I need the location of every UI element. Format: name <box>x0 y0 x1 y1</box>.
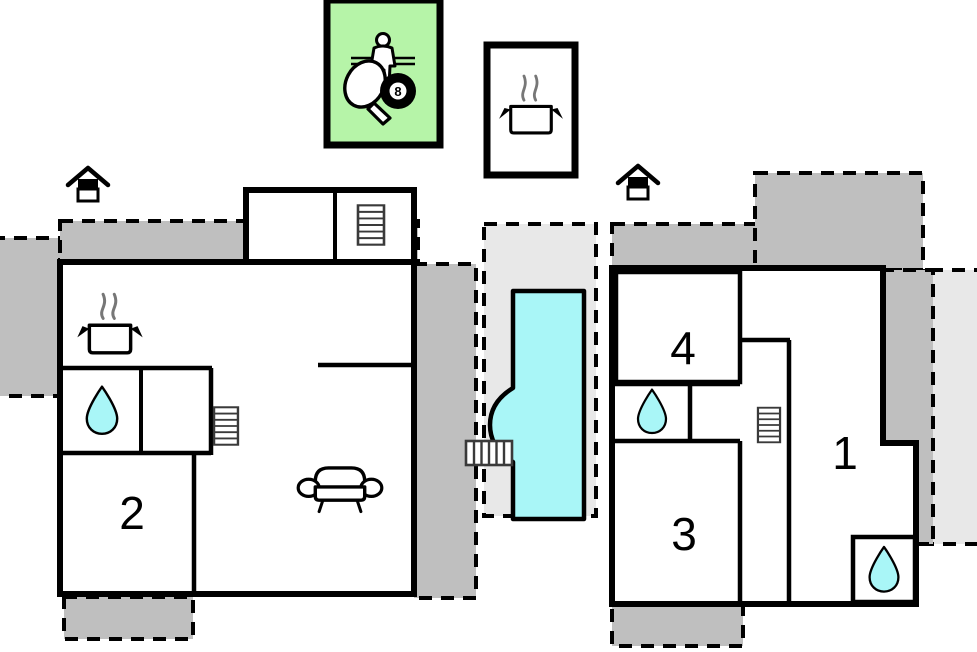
terrace-right-north-east <box>753 171 925 272</box>
outdoor-kitchen[interactable] <box>483 41 579 179</box>
game-room[interactable]: 8 <box>323 0 444 149</box>
right-building: 4 3 1 <box>609 166 919 607</box>
terrace-right-south <box>610 600 745 648</box>
terrace-left-south <box>62 595 195 641</box>
stairs-icon <box>756 406 782 444</box>
billiard-ball-number: 8 <box>394 84 401 99</box>
terrace-right-north-west <box>610 222 760 272</box>
room-number-4: 4 <box>670 322 696 374</box>
left-building: 2 <box>57 168 417 597</box>
terrace-right-east-light <box>928 268 977 546</box>
billiard-8-ball-icon: 8 <box>380 73 416 109</box>
room-number-3: 3 <box>671 508 697 560</box>
left-building-upper-wing <box>243 187 417 267</box>
terrace-left-west <box>0 236 62 398</box>
stairs-icon-upper <box>356 204 386 246</box>
room-number-1: 1 <box>832 427 858 479</box>
pool-steps-icon <box>464 439 514 467</box>
swimming-pool[interactable] <box>464 288 587 522</box>
terraces-layer <box>0 171 977 648</box>
room-number-2: 2 <box>119 487 145 539</box>
stairs-icon <box>212 406 240 446</box>
terrace-left-east <box>412 262 478 600</box>
